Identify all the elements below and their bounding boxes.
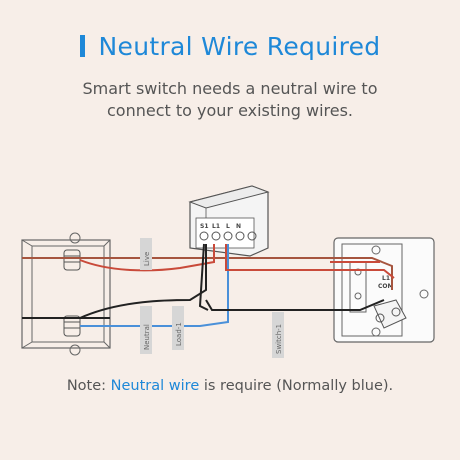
note-suffix: is require (Normally blue). xyxy=(199,378,394,394)
terminal-label-l1: L1 xyxy=(212,223,220,230)
load-wire xyxy=(198,243,209,311)
title-accent-bar xyxy=(79,35,85,57)
junction-box xyxy=(21,232,111,356)
note-highlight: Neutral wire xyxy=(110,378,200,394)
switch-label-com: COM xyxy=(378,283,394,290)
note-prefix: Note: xyxy=(66,378,111,394)
wire-labels: Live Neutral Load-1 Switch-1 xyxy=(140,238,284,358)
wire-label-switch-1: Switch-1 xyxy=(275,324,283,354)
wall-switch: L1 COM xyxy=(333,237,435,343)
subtitle-line-1: Smart switch needs a neutral wire to xyxy=(82,79,378,98)
subtitle: Smart switch needs a neutral wire to con… xyxy=(0,78,460,122)
terminal-label-l: L xyxy=(226,223,230,230)
wire-label-live: Live xyxy=(143,252,151,266)
wiring-diagram: S1 L1 L N L1 COM xyxy=(21,185,435,358)
wire-label-neutral: Neutral xyxy=(143,324,151,350)
subtitle-line-2: connect to your existing wires. xyxy=(106,101,353,120)
note: Note: Neutral wire is require (Normally … xyxy=(0,378,460,394)
wire-label-load-1: Load-1 xyxy=(175,322,183,346)
live-wire xyxy=(22,257,393,290)
switch-wire xyxy=(225,244,395,279)
title-row: Neutral Wire Required xyxy=(0,32,460,61)
terminal-label-n: N xyxy=(236,223,241,230)
smart-switch-module: S1 L1 L N xyxy=(188,185,270,257)
terminal-label-s1: S1 xyxy=(200,223,209,230)
page-title: Neutral Wire Required xyxy=(98,32,381,61)
switch-label-l1: L1 xyxy=(382,275,390,282)
